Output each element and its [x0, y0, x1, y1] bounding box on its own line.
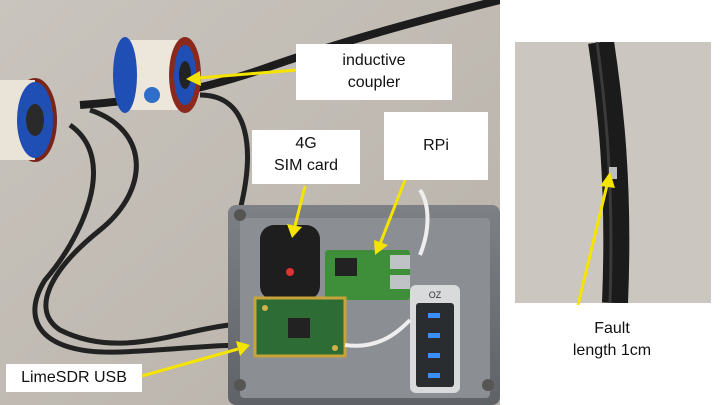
inductive-coupler-left — [0, 78, 57, 162]
hub-label: OZ — [429, 290, 442, 300]
label-line: length 1cm — [572, 342, 652, 359]
label-inductive-coupler: inductive coupler — [296, 44, 452, 100]
fault-spot — [609, 167, 617, 179]
label-line: inductive — [342, 52, 406, 69]
arrow-limesdr — [141, 341, 250, 378]
label-fault: Fault length 1cm — [560, 318, 664, 372]
label-text: LimeSDR USB — [21, 369, 127, 386]
sim-card-router — [260, 225, 320, 300]
label-text: RPi — [423, 137, 449, 154]
label-limesdr: LimeSDR USB — [6, 364, 142, 392]
label-line: coupler — [347, 74, 401, 91]
label-rpi: RPi — [384, 112, 488, 180]
arrow-coupler — [186, 68, 298, 86]
arrow-rpi — [374, 179, 407, 255]
raspberry-pi-board — [325, 250, 410, 300]
label-line: 4G — [295, 135, 317, 152]
label-line: Fault — [594, 320, 630, 337]
arrow-sim — [287, 185, 307, 238]
fault-cable-photo — [515, 42, 711, 303]
label-sim-card: 4G SIM card — [252, 130, 360, 184]
usb-hub: OZ — [410, 285, 460, 393]
inductive-coupler-right — [113, 37, 201, 113]
label-line: SIM card — [273, 157, 338, 174]
limesdr-board — [253, 296, 347, 358]
arrow-fault — [576, 172, 615, 306]
